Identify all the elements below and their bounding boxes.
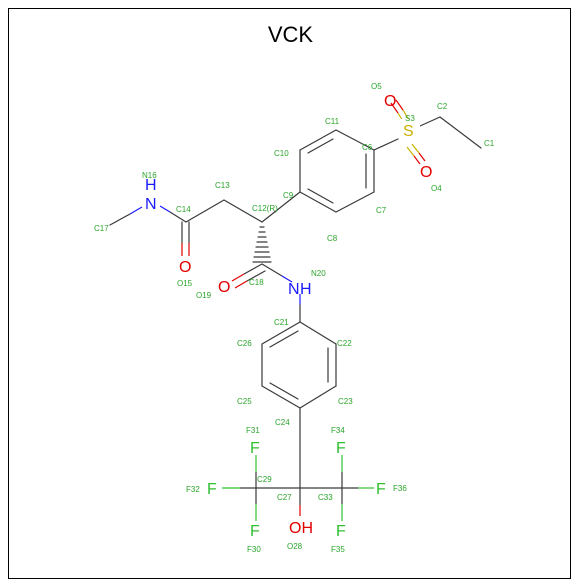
atom-label-c33: C33 xyxy=(318,493,333,502)
atom-label-c7: C7 xyxy=(376,206,387,215)
atom-label-f36: F36 xyxy=(393,484,407,493)
atom-label-f35: F35 xyxy=(331,545,345,554)
atom-label-c6: C6 xyxy=(362,143,373,152)
bond-c23-c24 xyxy=(299,385,337,409)
atom-label-c9: C9 xyxy=(283,191,294,200)
atom-label-c14: C14 xyxy=(176,205,191,214)
bond-c14-n16-b xyxy=(159,205,171,213)
atom-label-c11: C11 xyxy=(325,117,340,126)
o19-symbol: O xyxy=(218,279,230,296)
bond-c26-c21-inner xyxy=(269,330,299,348)
atom-label-c8: C8 xyxy=(327,234,338,243)
atom-label-s3: S3 xyxy=(405,114,415,123)
bond-s3-o4-b xyxy=(411,143,420,154)
f30-symbol: F xyxy=(250,523,260,540)
bond-c21-c22 xyxy=(299,321,337,345)
n16-symbol: N xyxy=(145,196,157,213)
atom-label-o28: O28 xyxy=(287,542,303,551)
o4-symbol: O xyxy=(420,164,432,181)
n20-symbol: N xyxy=(288,281,300,298)
atom-label-f32: F32 xyxy=(186,485,200,494)
atom-label-f30: F30 xyxy=(247,545,261,554)
bond-c14-n16 xyxy=(169,211,187,223)
atom-label-c18: C18 xyxy=(249,278,264,287)
atom-label-c13: C13 xyxy=(215,181,230,190)
bonds xyxy=(109,99,482,521)
atom-label-n16: N16 xyxy=(142,171,157,180)
bond-c1-c2 xyxy=(439,116,482,149)
f34-symbol: F xyxy=(336,440,346,457)
bond-c18-o19-a xyxy=(243,263,263,275)
bond-c9-c8-inner xyxy=(307,188,334,204)
element-symbols: S O O H N O O N H OH F F F F F F xyxy=(145,93,432,540)
atom-label-c1: C1 xyxy=(484,139,495,148)
o15-symbol: O xyxy=(179,259,191,276)
bond-c13-c14 xyxy=(185,199,225,223)
atom-label-c12: C12(R) xyxy=(252,204,278,213)
atom-labels: C1 C2 S3 O4 O5 C6 C7 C8 C9 C10 C11 C12(R… xyxy=(94,82,495,554)
n16-h-symbol: H xyxy=(145,177,157,194)
image-frame xyxy=(8,8,571,579)
bond-c9-c12 xyxy=(261,191,301,223)
o5-symbol: O xyxy=(384,93,396,110)
bond-c26-c21 xyxy=(261,321,301,345)
n20-h-symbol: H xyxy=(300,281,312,298)
bond-c18-n20-b xyxy=(281,275,293,283)
bond-c6-s3 xyxy=(373,138,399,151)
sulfur-symbol: S xyxy=(403,123,414,140)
atom-label-c17: C17 xyxy=(94,224,109,233)
bond-c18-n20 xyxy=(261,263,283,277)
bond-c8-c7 xyxy=(335,191,375,213)
atom-label-o19: O19 xyxy=(196,291,212,300)
bond-s3-o5-a-r xyxy=(390,102,399,114)
stereo-hash-c12-c18 xyxy=(252,226,272,263)
bond-s3-o4-a xyxy=(406,146,415,157)
bond-c11-c10-inner xyxy=(307,138,334,154)
atom-label-o15: O15 xyxy=(177,279,193,288)
bond-c11-c10 xyxy=(299,129,337,151)
atom-label-c25: C25 xyxy=(237,397,252,406)
atom-label-n20: N20 xyxy=(311,269,326,278)
atom-label-c22: C22 xyxy=(337,339,352,348)
atom-label-o5: O5 xyxy=(371,82,382,91)
atom-label-c23: C23 xyxy=(338,397,353,406)
bond-c2-s3 xyxy=(419,116,441,127)
atom-label-c29: C29 xyxy=(257,475,272,484)
atom-label-c26: C26 xyxy=(237,339,252,348)
atom-label-c2: C2 xyxy=(437,102,448,111)
bond-n16-c17 xyxy=(109,213,131,226)
bond-c18-o19-a-r xyxy=(231,273,245,282)
atom-label-c24: C24 xyxy=(275,418,290,427)
bond-c24-c25-inner xyxy=(269,382,299,400)
bond-s3-o5-b xyxy=(402,109,410,121)
bond-s3-o4-b-r xyxy=(418,152,426,162)
f32-symbol: F xyxy=(207,481,217,498)
bond-c9-c8 xyxy=(299,191,337,213)
molecule-title: VCK xyxy=(267,22,314,47)
bond-c6-c11 xyxy=(335,129,375,151)
bond-s3-o5-b-r xyxy=(395,99,404,111)
atom-label-f34: F34 xyxy=(331,426,345,435)
atom-label-f31: F31 xyxy=(246,426,260,435)
bond-s3-o4-a-r xyxy=(413,155,421,165)
atom-label-o4: O4 xyxy=(431,184,442,193)
f31-symbol: F xyxy=(250,440,260,457)
f35-symbol: F xyxy=(336,523,346,540)
atom-label-c10: C10 xyxy=(274,149,289,158)
bond-c12-c13 xyxy=(223,199,263,223)
bond-n16-c17-b xyxy=(129,206,143,215)
bond-c24-c25 xyxy=(261,385,301,409)
atom-label-c21: C21 xyxy=(274,318,289,327)
f36-symbol: F xyxy=(376,481,386,498)
bond-c18-o19-b xyxy=(246,270,266,282)
atom-label-c27: C27 xyxy=(277,493,292,502)
bond-c18-o19-b-r xyxy=(234,280,248,289)
o28-oh-symbol: OH xyxy=(289,520,313,537)
